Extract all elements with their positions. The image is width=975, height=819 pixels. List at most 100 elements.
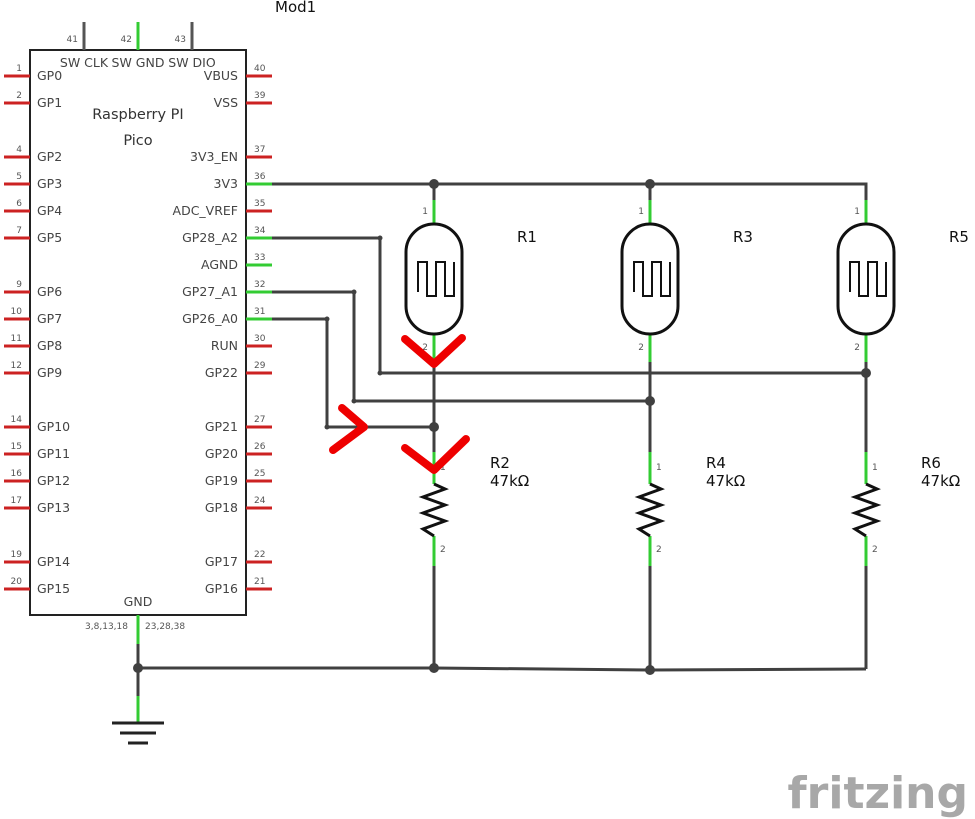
top-pin-num: 43 [175,35,186,45]
resistor-value: 47kΩ [706,472,745,490]
left-pin-label: GP14 [37,554,70,569]
annotation-arrow-down-icon [401,435,470,474]
left-pin-num: 9 [16,280,22,290]
photoresistor-r5: 1 2 R5 [836,200,969,362]
photoresistor-body [404,222,464,336]
photoresistor-r3: 1 2 R3 [620,200,753,362]
pin-num: 1 [422,207,428,217]
module-name-line1: Raspberry PI [92,107,183,123]
top-pin-label: SW CLK [60,55,109,70]
pin-num: 1 [656,463,662,473]
junction-dot [351,289,357,295]
junction-dot [351,398,357,404]
pin-num: 1 [872,463,878,473]
pin-num: 1 [440,463,446,473]
junction-dot [429,422,439,432]
junction-dot [324,424,330,430]
right-pin-label: GP20 [205,446,238,461]
right-pin-label: GP28_A2 [182,230,238,245]
right-pin-label: 3V3 [214,176,238,191]
resistor-zigzag-icon [418,482,450,538]
left-pin-num: 19 [11,550,23,560]
right-pin-num: 30 [254,334,266,344]
right-pin-num: 39 [254,91,266,101]
junction-dot [377,370,383,376]
right-pin-num: 33 [254,253,265,263]
right-pin-num: 32 [254,280,265,290]
right-pin-num: 24 [254,496,266,506]
gnd-pins-right: 23,28,38 [145,622,185,632]
gnd-pins-left: 3,8,13,18 [85,622,128,632]
right-pin-num: 22 [254,550,265,560]
pico-module: Mod1 Raspberry PI Pico 41 42 43 SW CLK S… [4,0,316,644]
wire-3v3-rail [272,182,868,200]
right-pin-num: 31 [254,307,265,317]
module-title: Mod1 [275,0,316,16]
left-pin-num: 16 [11,469,23,479]
resistor-zigzag-icon [850,482,882,538]
right-pin-label: AGND [201,257,238,272]
photoresistor-track-icon [633,261,671,297]
resistor-ref: R2 [490,454,510,472]
resistor-r4: 1 2 R4 47kΩ [634,452,745,566]
junctions [133,179,871,675]
left-pin-num: 5 [16,172,22,182]
pin-num: 1 [854,207,860,217]
left-pin-label: GP11 [37,446,70,461]
left-pin-num: 10 [11,307,23,317]
right-pin-label: GP17 [205,554,238,569]
pin-num: 2 [656,545,662,555]
right-pin-num: 36 [254,172,266,182]
left-pin-label: GP15 [37,581,70,596]
resistor-ref: R4 [706,454,726,472]
annotation-arrow-down-icon [401,334,466,368]
left-pin-num: 14 [11,415,23,425]
photoresistor-body [620,222,680,336]
module-body [29,49,247,616]
junction-dot [645,396,655,406]
junction-dot [645,665,655,675]
photoresistor-track-icon [417,261,455,297]
pin-num: 2 [854,343,860,353]
junction-dot [133,663,143,673]
left-pin-label: GP9 [37,365,62,380]
pin-num: 2 [872,545,878,555]
right-pin-num: 29 [254,361,266,371]
left-pin-label: GP8 [37,338,62,353]
junction-dot [429,179,439,189]
top-pin-label: SW GND [112,55,165,70]
left-pin-num: 1 [16,64,22,74]
right-pin-label: ADC_VREF [173,203,238,218]
left-pin-num: 7 [16,226,22,236]
left-pin-label: GP7 [37,311,62,326]
left-pin-num: 6 [16,199,22,209]
annotation-arrow-right-icon [329,404,368,454]
left-pin-num: 4 [16,145,22,155]
photoresistor-body [836,222,896,336]
wire-gp28-r5 [272,236,866,375]
ground-symbol-icon [112,696,164,745]
left-pin-num: 20 [11,577,23,587]
right-pin-label: VSS [214,95,238,110]
left-pin-label: GP13 [37,500,70,515]
pin-num: 2 [440,545,446,555]
right-pin-num: 40 [254,64,266,74]
right-pin-label: VBUS [204,68,238,83]
left-pin-label: GP0 [37,68,62,83]
left-pin-num: 17 [11,496,22,506]
right-pin-num: 35 [254,199,265,209]
wire-gnd-rail [136,644,867,672]
junction-dot [645,179,655,189]
left-pin-label: GP4 [37,203,62,218]
right-pin-num: 21 [254,577,265,587]
fritzing-watermark: fritzing [788,768,968,819]
right-pins: 40VBUS39VSS373V3_EN363V335ADC_VREF34GP28… [173,64,272,596]
module-name-line2: Pico [123,133,152,149]
left-pin-label: GP3 [37,176,62,191]
annotation-marks [329,334,470,474]
photoresistor-r1: 1 2 R1 [404,200,537,362]
junction-dot [861,368,871,378]
right-pin-num: 27 [254,415,265,425]
right-pin-label: GP26_A0 [182,311,238,326]
top-pin-label: SW DIO [168,55,216,70]
